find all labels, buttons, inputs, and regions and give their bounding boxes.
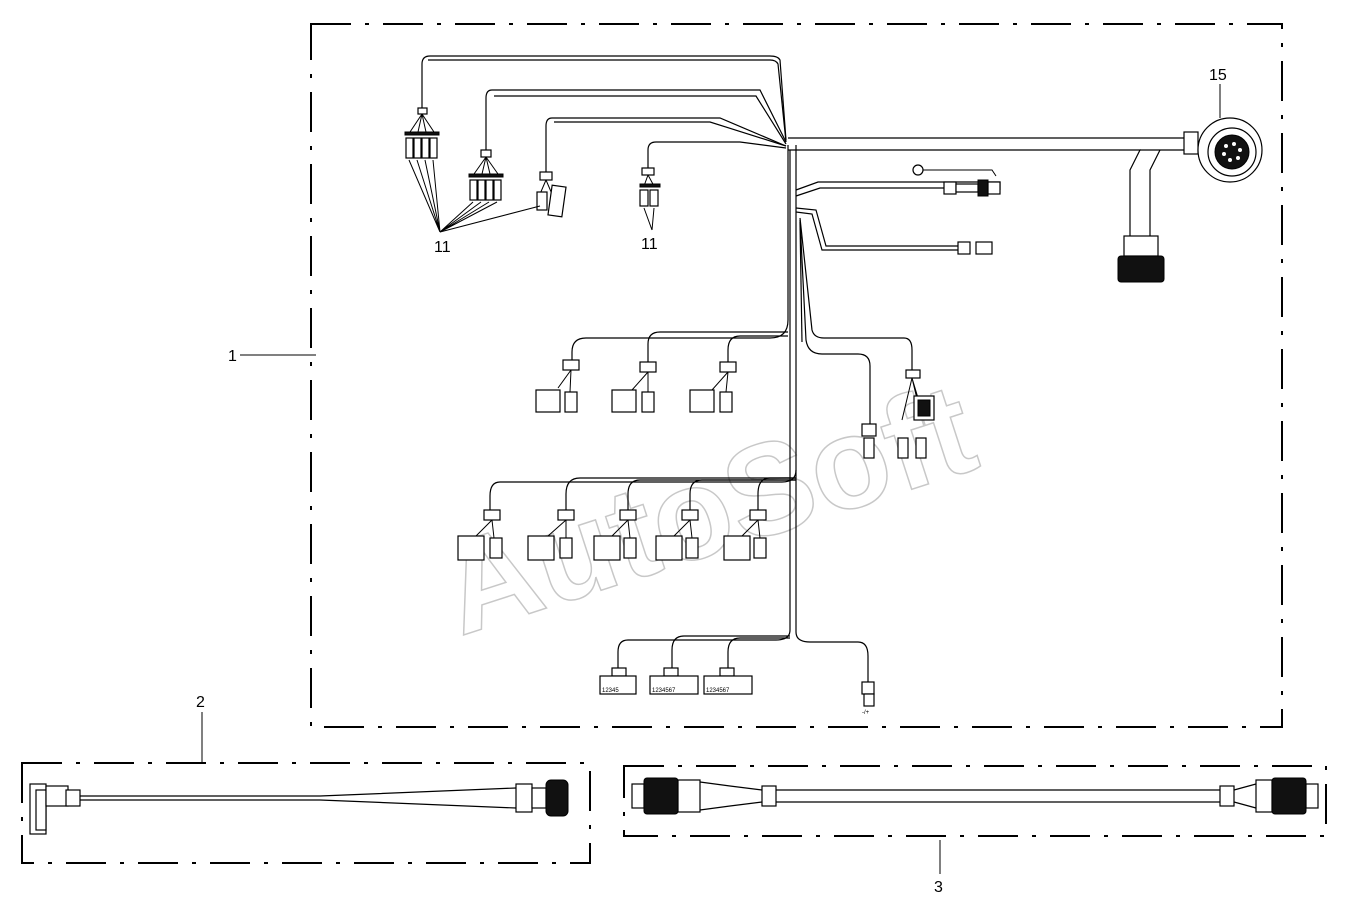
frame-cable-2 (21, 762, 591, 864)
cable-3 (631, 777, 1319, 815)
callout-11-left: 11 (434, 239, 451, 256)
power-terminal-label: -/+ (862, 710, 870, 716)
main-trunk (489, 145, 869, 684)
callout-1: 1 (228, 348, 237, 365)
splice-sleeve (480, 149, 492, 158)
connector-cluster-b (468, 156, 504, 201)
connector-cluster-a (404, 113, 440, 159)
frame-cable-3 (623, 765, 1327, 837)
callout-11-right: 11 (641, 236, 658, 253)
splice-sleeve (417, 107, 428, 115)
lower-connector-body (1123, 235, 1159, 257)
frame-main-harness (310, 23, 1283, 728)
connector-c (536, 179, 567, 218)
main-cable-right (788, 117, 1263, 283)
cable-2 (29, 779, 569, 835)
round-connector-pins (1214, 134, 1250, 170)
cable-sleeve (1183, 131, 1199, 155)
upper-left-branches (417, 55, 787, 181)
splice-sleeve (539, 171, 553, 181)
connector-d (639, 174, 661, 207)
callout-2: 2 (196, 694, 205, 711)
callout-3: 3 (934, 879, 943, 896)
callout-15: 15 (1209, 67, 1227, 84)
leader-lines-11 (408, 159, 655, 233)
lower-connector-cap (1117, 255, 1165, 283)
right-middle-branches (795, 164, 1001, 255)
connector-row-2 (457, 509, 767, 561)
terminal-pins-5: 12345 (602, 688, 619, 694)
connector-row-1 (535, 359, 737, 413)
splice-sleeve (641, 167, 655, 176)
terminal-blocks: 12345 1234567 1234567 -/+ (599, 667, 875, 716)
terminal-pins-7a: 1234567 (652, 688, 676, 694)
terminal-pins-7b: 1234567 (706, 688, 730, 694)
right-lower-cluster (799, 217, 935, 459)
